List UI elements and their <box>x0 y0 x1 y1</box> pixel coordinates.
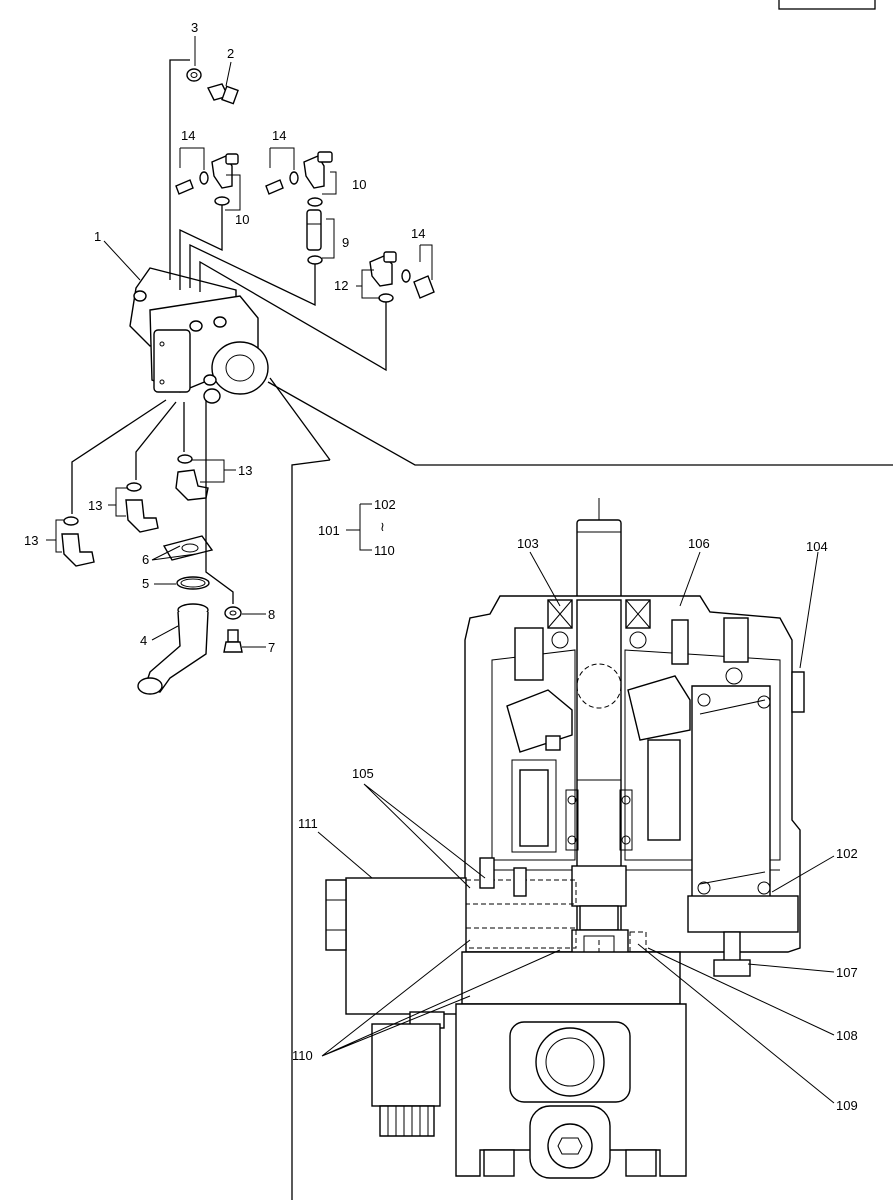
fitting-group-middle <box>265 151 333 207</box>
label-9: 9 <box>342 235 349 250</box>
label-14-a: 14 <box>181 128 195 143</box>
label-108: 108 <box>836 1028 858 1043</box>
bolt-2 <box>206 83 239 105</box>
label-102-range: 102 <box>374 497 396 512</box>
label-102: 102 <box>836 846 858 861</box>
pump-assembly-1 <box>129 267 269 404</box>
fitting-group-right <box>369 251 435 303</box>
label-104: 104 <box>806 539 828 554</box>
label-109: 109 <box>836 1098 858 1113</box>
label-10-a: 10 <box>235 212 249 227</box>
label-103: 103 <box>517 536 539 551</box>
label-12: 12 <box>334 278 348 293</box>
label-8: 8 <box>268 607 275 622</box>
label-107: 107 <box>836 965 858 980</box>
fitting-group-left <box>175 153 239 206</box>
label-4: 4 <box>140 633 147 648</box>
label-105: 105 <box>352 766 374 781</box>
washer-3 <box>186 68 202 82</box>
label-10-b: 10 <box>352 177 366 192</box>
label-2: 2 <box>227 46 234 61</box>
label-7: 7 <box>268 640 275 655</box>
elbow-fitting-13-left <box>61 516 95 567</box>
label-106: 106 <box>688 536 710 551</box>
label-3: 3 <box>191 20 198 35</box>
detail-callout-frame <box>267 381 893 1200</box>
label-14-c: 14 <box>411 226 425 241</box>
label-111: 111 <box>298 816 318 831</box>
label-1: 1 <box>94 229 101 244</box>
exploded-view <box>46 36 435 695</box>
label-13-c: 13 <box>24 533 38 548</box>
washer-8 <box>224 606 242 620</box>
label-6: 6 <box>142 552 149 567</box>
elbow-pipe-4 <box>137 603 209 695</box>
label-5: 5 <box>142 576 149 591</box>
label-110: 110 <box>292 1048 313 1063</box>
elbow-fitting-13-right <box>175 454 209 501</box>
label-110-range: 110 <box>374 543 395 558</box>
adapter-9 <box>306 209 323 265</box>
split-flange-6 <box>162 535 214 561</box>
label-13-b: 13 <box>88 498 102 513</box>
corner-frame <box>778 0 876 10</box>
elbow-fitting-13-middle <box>125 482 159 533</box>
bolt-7 <box>223 629 243 653</box>
label-13-a: 13 <box>238 463 252 478</box>
label-101: 101 <box>318 523 340 538</box>
pump-cross-section <box>325 498 805 1179</box>
label-14-b: 14 <box>272 128 286 143</box>
range-tilde: ≀ <box>380 519 385 534</box>
